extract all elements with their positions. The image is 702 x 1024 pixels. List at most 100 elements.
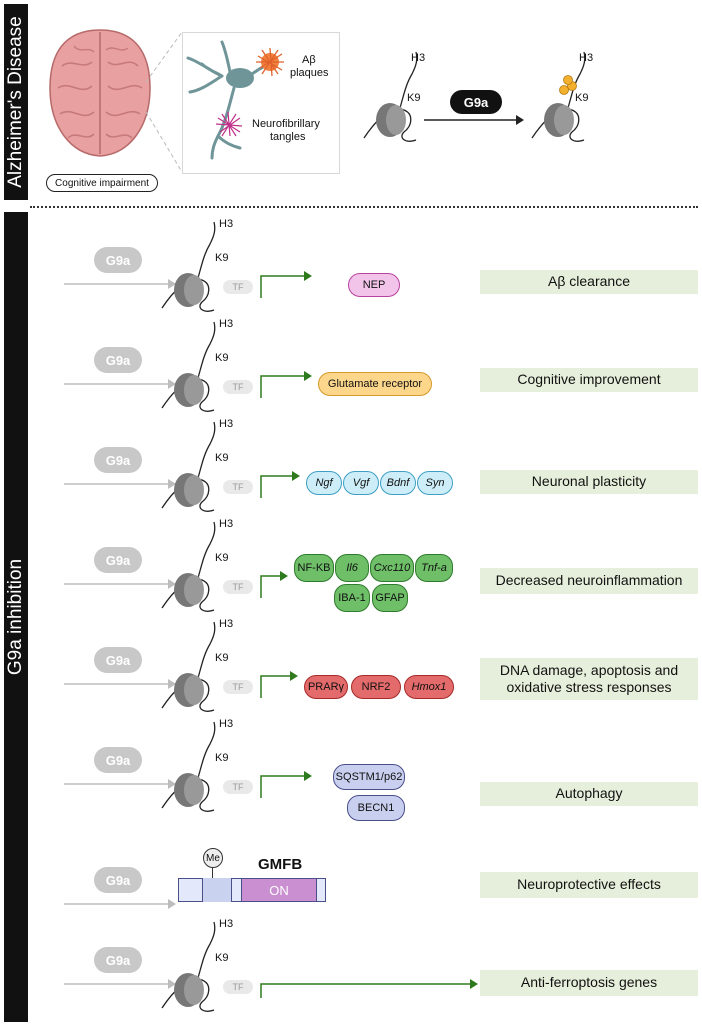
result-label: Neuroprotective effects bbox=[480, 872, 698, 898]
transcription-factor-badge: TF bbox=[223, 380, 253, 394]
product-pill: SQSTM1/p62 bbox=[333, 764, 405, 790]
product-pill: NRF2 bbox=[351, 675, 401, 699]
g9a-enzyme-badge: G9a bbox=[450, 90, 502, 114]
product-pill: Hmox1 bbox=[404, 675, 454, 699]
nucleosome bbox=[161, 721, 216, 812]
lysine-label: K9 bbox=[215, 752, 229, 764]
histone-label: H3 bbox=[219, 518, 234, 530]
nucleosome bbox=[161, 521, 216, 612]
product-pill: Ngf bbox=[306, 471, 342, 495]
histone-label: H3 bbox=[219, 618, 234, 630]
transcription-arrow bbox=[260, 979, 478, 998]
g9a-inhibitor-badge: G9a bbox=[94, 247, 142, 273]
product-pill: Glutamate receptor bbox=[318, 372, 432, 396]
histone-label: H3 bbox=[219, 218, 234, 230]
inhibitor-arrow bbox=[64, 279, 176, 289]
result-label-line: oxidative stress responses bbox=[506, 679, 672, 695]
gene-on-region: ON bbox=[241, 878, 317, 902]
g9a-inhibitor-badge: G9a bbox=[94, 947, 142, 973]
zoom-lines bbox=[145, 31, 183, 173]
product-pill: GFAP bbox=[372, 584, 408, 612]
product-pill: BECN1 bbox=[347, 795, 405, 821]
product-pill: Cxc110 bbox=[370, 554, 414, 582]
gene-segment bbox=[202, 878, 232, 902]
section-divider bbox=[30, 206, 698, 208]
transcription-factor-badge: TF bbox=[223, 580, 253, 594]
lysine-label: K9 bbox=[215, 552, 229, 564]
inhibitor-arrow bbox=[64, 579, 176, 589]
lysine-label: K9 bbox=[215, 652, 229, 664]
product-pill: IBA-1 bbox=[334, 584, 370, 612]
histone-label-before: H3 bbox=[411, 52, 426, 64]
neuron-panel bbox=[182, 32, 340, 174]
histone-label: H3 bbox=[219, 918, 234, 930]
result-label: Aβ clearance bbox=[480, 270, 698, 294]
lysine-label: K9 bbox=[215, 952, 229, 964]
transcription-factor-badge: TF bbox=[223, 480, 253, 494]
inhibitor-arrow bbox=[64, 679, 176, 689]
cognitive-impairment-label: Cognitive impairment bbox=[46, 174, 158, 192]
inhibitor-arrow bbox=[64, 899, 176, 909]
methyl-mark-icon: Me bbox=[203, 848, 223, 868]
neuron-illustration bbox=[186, 40, 284, 160]
nucleosome bbox=[161, 221, 216, 312]
transcription-arrow bbox=[260, 771, 312, 798]
g9a-inhibitor-badge: G9a bbox=[94, 547, 142, 573]
g9a-inhibitor-badge: G9a bbox=[94, 747, 142, 773]
nucleosome-after bbox=[531, 51, 586, 142]
product-pill: Il6 bbox=[335, 554, 369, 582]
inhibitor-arrow bbox=[64, 979, 176, 989]
transcription-factor-badge: TF bbox=[223, 280, 253, 294]
lysine-label: K9 bbox=[215, 452, 229, 464]
brain-illustration bbox=[49, 29, 151, 157]
result-label: Autophagy bbox=[480, 782, 698, 806]
g9a-reaction-arrow bbox=[424, 115, 524, 125]
nucleosome-before bbox=[363, 51, 418, 142]
transcription-arrow bbox=[260, 271, 312, 298]
lysine-label-after: K9 bbox=[575, 92, 589, 104]
methyl-group-icon bbox=[559, 75, 577, 95]
histone-label-after: H3 bbox=[579, 52, 594, 64]
sidebar-label-g9a-inhibition: G9a inhibition bbox=[5, 558, 26, 676]
g9a-inhibitor-badge: G9a bbox=[94, 447, 142, 473]
nucleosome bbox=[161, 321, 216, 412]
lysine-label: K9 bbox=[215, 252, 229, 264]
inhibitor-arrow bbox=[64, 379, 176, 389]
transcription-arrow bbox=[260, 471, 300, 498]
transcription-arrow bbox=[260, 671, 298, 698]
result-label: Neuronal plasticity bbox=[480, 470, 698, 494]
plaque-cluster bbox=[256, 47, 284, 77]
plaques-label-line-2: plaques bbox=[290, 67, 329, 79]
nucleosome bbox=[161, 421, 216, 512]
histone-label: H3 bbox=[219, 718, 234, 730]
product-pill: Vgf bbox=[343, 471, 379, 495]
tangle-cluster bbox=[215, 111, 243, 137]
product-pill: Bdnf bbox=[380, 471, 416, 495]
product-pill: PRARγ bbox=[304, 675, 348, 699]
plaques-label-line-1: Aβ bbox=[302, 54, 316, 66]
lysine-label: K9 bbox=[215, 352, 229, 364]
transcription-arrow bbox=[260, 371, 312, 398]
transcription-arrow bbox=[260, 571, 288, 598]
lysine-label-before: K9 bbox=[407, 92, 421, 104]
sidebar-g9a-inhibition: G9a inhibition bbox=[4, 212, 28, 1022]
nucleosome bbox=[161, 921, 216, 1012]
transcription-factor-badge: TF bbox=[223, 680, 253, 694]
product-pill: Tnf-a bbox=[415, 554, 453, 582]
nucleosome bbox=[161, 621, 216, 712]
sidebar-alzheimers: Alzheimer's Disease bbox=[4, 4, 28, 200]
product-pill: NEP bbox=[348, 273, 400, 297]
histone-label: H3 bbox=[219, 418, 234, 430]
tangles-label-line-2: tangles bbox=[270, 131, 306, 143]
methyl-mark-stem bbox=[212, 868, 213, 878]
g9a-inhibitor-badge: G9a bbox=[94, 867, 142, 893]
histone-label: H3 bbox=[219, 318, 234, 330]
tangles-label-line-1: Neurofibrillary bbox=[252, 118, 320, 130]
product-pill: NF-KB bbox=[294, 554, 334, 582]
transcription-factor-badge: TF bbox=[223, 980, 253, 994]
transcription-factor-badge: TF bbox=[223, 780, 253, 794]
result-label: Cognitive improvement bbox=[480, 368, 698, 392]
result-label: Anti-ferroptosis genes bbox=[480, 970, 698, 996]
inhibitor-arrow bbox=[64, 479, 176, 489]
